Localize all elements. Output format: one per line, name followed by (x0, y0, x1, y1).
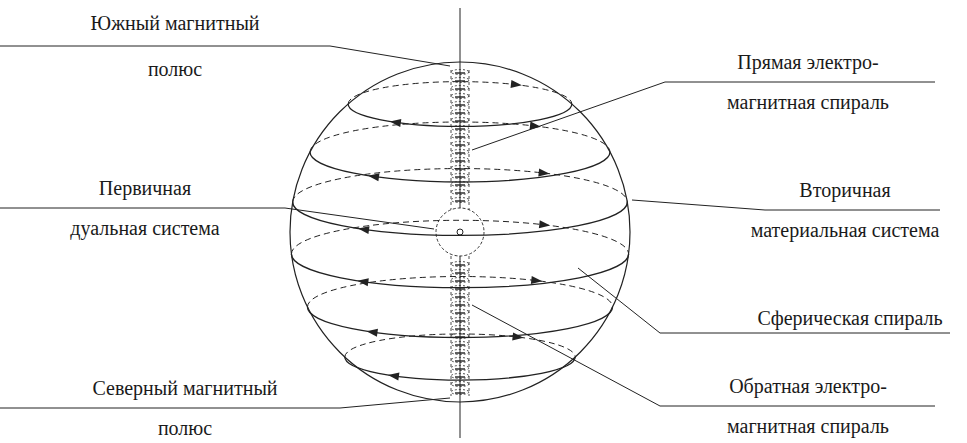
callout-label: Обратная электро- магнитная спираль (724, 366, 892, 443)
coil-rib (455, 144, 465, 145)
spiral-arrowhead (512, 332, 524, 341)
spiral-back (310, 122, 610, 152)
coil-turn (451, 382, 469, 387)
leader-line (0, 398, 450, 408)
coil-turn (451, 278, 469, 283)
coil-rib (455, 152, 465, 153)
coil-rib (455, 376, 465, 377)
coil-rib (455, 120, 465, 121)
coil-turn (451, 150, 469, 155)
primary-system-core (457, 229, 463, 235)
coil-turn (451, 342, 469, 347)
coil-turn (451, 350, 469, 355)
coil-turn (451, 102, 469, 107)
coil-rib (455, 328, 465, 329)
spiral-front (293, 202, 628, 235)
primary-system-ring (436, 208, 484, 256)
coil-rib (455, 320, 465, 321)
coil-turn (451, 70, 469, 75)
callout-label: Вторичная материальная система (748, 170, 943, 250)
spiral-back (291, 220, 628, 254)
coil-turn (451, 270, 469, 275)
spiral-arrowhead (366, 327, 378, 336)
coil-rib (455, 184, 465, 185)
coil-turn (451, 390, 469, 395)
coil-rib (455, 344, 465, 345)
coil-rib (455, 72, 465, 73)
coil-turn (451, 310, 469, 315)
coil-rib (455, 360, 465, 361)
coil-rib (455, 128, 465, 129)
coil-rib (455, 264, 465, 265)
coil-turn (451, 190, 469, 195)
coil-turn (451, 262, 469, 267)
coil-turn (451, 142, 469, 147)
coil-rib (455, 136, 465, 137)
coil-turn (451, 134, 469, 139)
spiral-back (307, 276, 612, 307)
coil-rib (455, 312, 465, 313)
coil-rib (455, 192, 465, 193)
sphere-outline (290, 62, 630, 402)
coil-rib (455, 272, 465, 273)
coil-rib (455, 200, 465, 201)
callout-label: Южный магнитный полюс (87, 0, 263, 92)
spherical-spiral (291, 80, 628, 380)
coil-turn (451, 294, 469, 299)
callout-label: Прямая электро- магнитная спираль (724, 42, 892, 122)
coil-rib (455, 104, 465, 105)
spiral-front (310, 152, 610, 182)
coil-turn (451, 110, 469, 115)
coil-turn (451, 166, 469, 171)
coil-rib (455, 288, 465, 289)
coil-rib (455, 304, 465, 305)
callout-label: Сферическая спираль (754, 305, 946, 331)
spiral-front (348, 104, 572, 126)
spiral-front (345, 357, 575, 380)
spiral-arrowhead (511, 80, 523, 89)
coil-turn (451, 94, 469, 99)
leader-line (632, 200, 940, 210)
coil-rib (455, 296, 465, 297)
coil-rib (455, 368, 465, 369)
spiral-arrowhead (531, 276, 543, 285)
spiral-back (348, 82, 572, 104)
coil-turn (451, 366, 469, 371)
coil-rib (455, 352, 465, 353)
coil-turn (451, 318, 469, 323)
coil-turn (451, 374, 469, 379)
coil-rib (455, 392, 465, 393)
spiral-front (307, 307, 612, 338)
coil-rib (455, 176, 465, 177)
coil-turn (451, 86, 469, 91)
spiral-arrowhead (389, 118, 401, 127)
spiral-arrowhead (539, 220, 551, 229)
spiral-arrowhead (357, 277, 369, 286)
spiral-back (345, 334, 575, 357)
coil-turn (451, 174, 469, 179)
spiral-arrowhead (387, 371, 399, 380)
coil-rib (455, 96, 465, 97)
coil-turn (451, 326, 469, 331)
callout-label: Первичная дуальная система (67, 168, 223, 248)
coil-turn (451, 198, 469, 203)
coil-turn (451, 302, 469, 307)
spiral-back (293, 169, 628, 202)
coil-rib (455, 280, 465, 281)
leader-line (0, 46, 450, 66)
coil-turn (451, 158, 469, 163)
coil-rib (455, 88, 465, 89)
coil-rib (455, 384, 465, 385)
spiral-front (291, 254, 628, 288)
coil-rib (455, 160, 465, 161)
coil-turn (451, 358, 469, 363)
spiral-arrowhead (538, 168, 550, 177)
callout-label: Северный магнитный полюс (89, 368, 281, 443)
coil-rib (455, 112, 465, 113)
leader-line (578, 268, 950, 333)
